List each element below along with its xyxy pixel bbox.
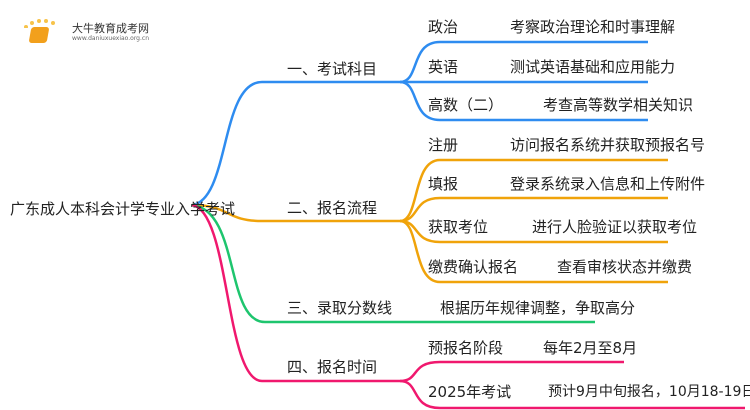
- logo-title: 大牛教育成考网: [72, 22, 149, 35]
- branch-desc: 根据历年规律调整，争取高分: [440, 299, 636, 317]
- branch-line-4: [191, 203, 400, 383]
- leaf-desc: 预计9月中旬报名，10月18-19日考试: [548, 384, 750, 400]
- leaf-line-1-1: [399, 40, 648, 84]
- leaf-desc: 测试英语基础和应用能力: [510, 58, 676, 76]
- leaf-line-2-1: [399, 158, 668, 223]
- leaf-label: 填报: [428, 175, 459, 193]
- branch-line-3: [191, 203, 595, 324]
- leaf-label: 政治: [428, 18, 459, 36]
- logo-dots-icon: [24, 19, 55, 28]
- leaf-label: 缴费确认报名: [428, 258, 519, 276]
- leaf-desc: 每年2月至8月: [543, 339, 638, 357]
- leaf-label: 预报名阶段: [428, 339, 504, 357]
- branch-line-1: [191, 80, 400, 207]
- leaf-label: 高数（二）: [428, 96, 504, 114]
- branch-label: 三、录取分数线: [287, 299, 393, 317]
- leaf-desc: 登录系统录入信息和上传附件: [510, 175, 706, 193]
- leaf-line-2-4: [399, 219, 668, 284]
- leaf-desc: 考察政治理论和时事理解: [510, 18, 676, 36]
- leaf-desc: 查看审核状态并缴费: [557, 258, 693, 276]
- leaf-label: 获取考位: [428, 218, 489, 236]
- root-topic: 广东成人本科会计学专业入学考试: [10, 200, 236, 218]
- leaf-label: 2025年考试: [428, 383, 512, 401]
- leaf-desc: 进行人脸验证以获取考位: [532, 218, 698, 236]
- leaf-label: 英语: [428, 58, 459, 76]
- logo: 大牛教育成考网 www.daniuxuexiao.org.cn: [20, 18, 149, 48]
- branch-line-2: [191, 203, 400, 223]
- leaf-desc: 考查高等数学相关知识: [543, 96, 694, 114]
- leaf-label: 注册: [428, 136, 459, 154]
- leaf-desc: 访问报名系统并获取预报名号: [510, 136, 706, 154]
- leaf-line-4-1: [399, 360, 624, 383]
- branch-label: 二、报名流程: [287, 199, 378, 217]
- leaf-line-2-2: [399, 196, 668, 223]
- branch-label: 一、考试科目: [287, 60, 378, 78]
- logo-url: www.daniuxuexiao.org.cn: [72, 35, 149, 42]
- leaf-line-4-2: [399, 379, 745, 410]
- branch-label: 四、报名时间: [287, 358, 378, 376]
- leaf-line-1-3: [399, 80, 648, 122]
